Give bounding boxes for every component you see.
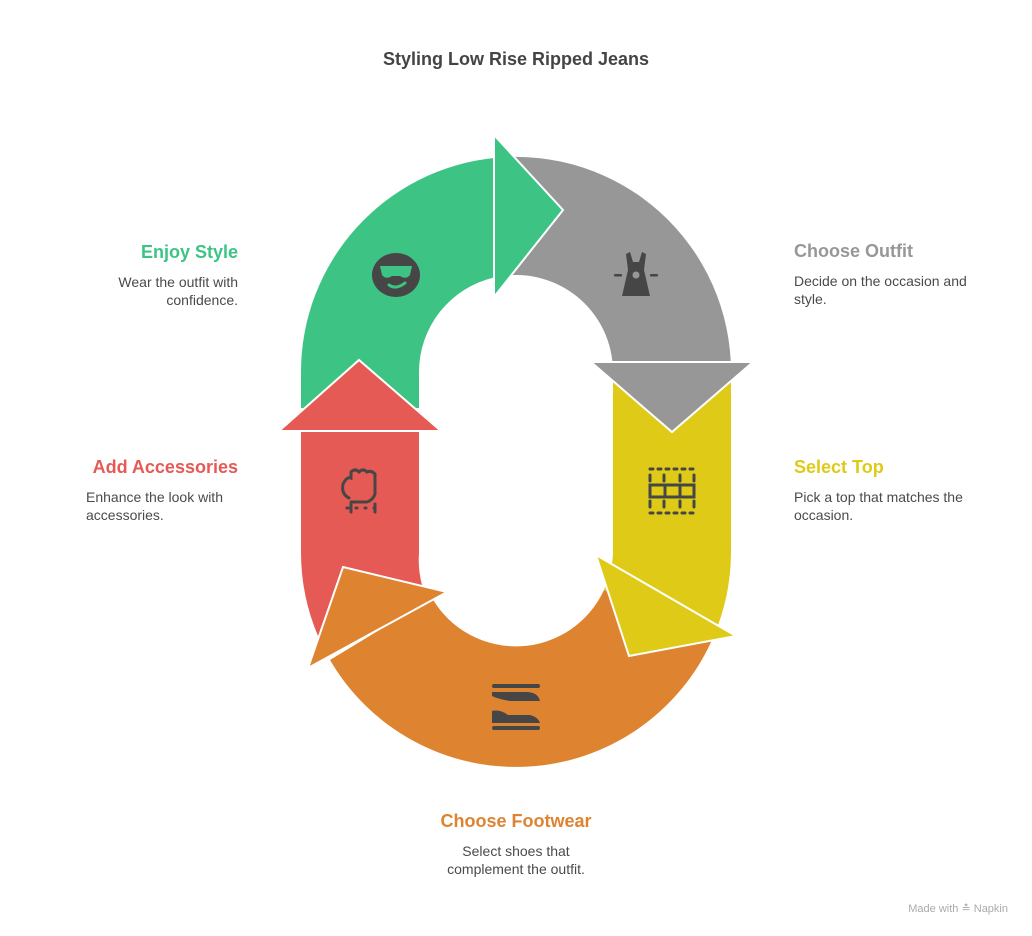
step-add-accessories: Add Accessories Enhance the look with ac… <box>0 457 238 524</box>
arrowhead-add-accessories <box>276 358 444 432</box>
made-with-label: Made with <box>908 903 959 915</box>
step-title: Choose Outfit <box>794 241 913 261</box>
layout-grid-icon <box>648 467 696 515</box>
diagram-title: Styling Low Rise Ripped Jeans <box>382 49 650 69</box>
step-title: Choose Footwear <box>440 811 592 831</box>
segment-select-top <box>604 372 731 640</box>
napkin-logo-icon: ≛ <box>961 903 971 915</box>
arrowhead-choose-outfit <box>588 361 756 434</box>
step-description: Select shoes that complement the outfit. <box>447 843 585 877</box>
step-title: Enjoy Style <box>140 242 238 262</box>
step-title: Add Accessories <box>92 457 238 477</box>
made-with-napkin[interactable]: Made with ≛ Napkin <box>908 902 1008 915</box>
napkin-brand: Napkin <box>973 903 1008 915</box>
arrowhead-choose-footwear <box>306 565 450 671</box>
step-description: Pick a top that matches the occasion. <box>794 489 963 523</box>
arrowhead-select-top <box>594 552 739 658</box>
arrowhead-enjoy-style <box>493 132 565 300</box>
step-select-top: Select Top Pick a top that matches the o… <box>794 457 1032 524</box>
step-description: Wear the outfit with confidence. <box>118 274 238 308</box>
shoes-icon <box>492 684 540 730</box>
step-choose-outfit: Choose Outfit Decide on the occasion and… <box>794 241 1032 308</box>
step-enjoy-style: Enjoy Style Wear the outfit with confide… <box>0 242 238 309</box>
step-title: Select Top <box>794 457 884 477</box>
segment-choose-footwear <box>330 590 712 767</box>
step-description: Decide on the occasion and style. <box>794 273 967 307</box>
sunglasses-face-icon <box>372 253 420 297</box>
step-choose-footwear: Choose Footwear Select shoes that comple… <box>396 811 636 878</box>
step-description: Enhance the look with accessories. <box>86 489 223 523</box>
fist-bracelet-icon <box>341 468 379 514</box>
dress-icon <box>614 252 658 296</box>
